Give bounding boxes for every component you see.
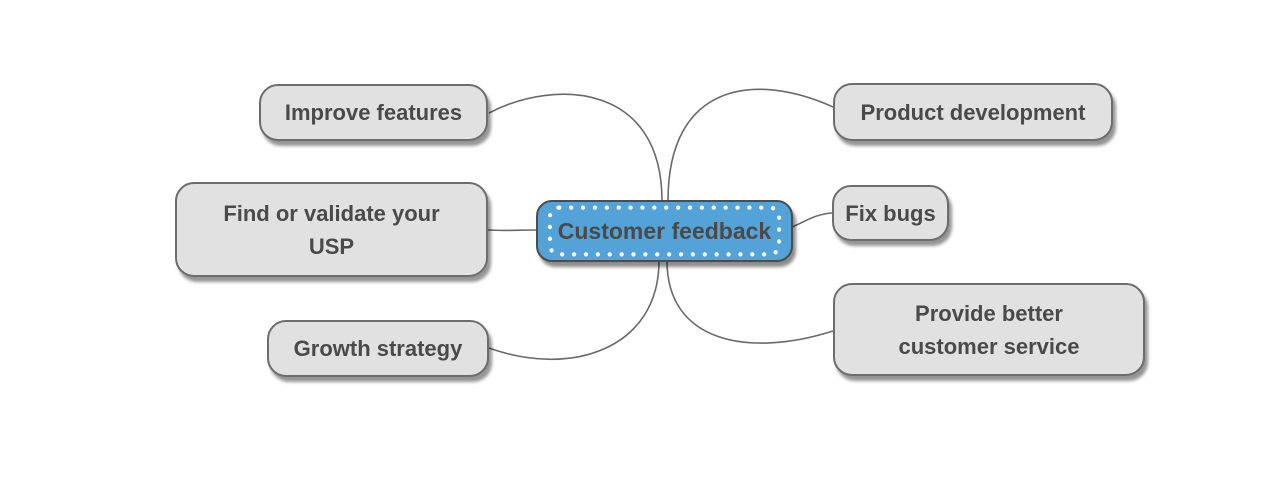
- node-label: Customer feedback: [557, 217, 772, 244]
- node-label: Fix bugs: [845, 200, 936, 226]
- node-fix-bugs[interactable]: Fix bugs: [832, 185, 949, 241]
- node-label-line2: USP: [308, 233, 355, 259]
- connector-improve-features: [488, 93, 663, 202]
- connector-product-development: [667, 88, 834, 202]
- node-growth-strategy[interactable]: Growth strategy: [267, 320, 489, 377]
- node-customer-feedback[interactable]: Customer feedback: [536, 200, 793, 262]
- node-label: Improve features: [284, 100, 463, 125]
- node-better-service[interactable]: Provide better customer service: [833, 283, 1145, 376]
- node-label-line1: Find or validate your: [223, 200, 440, 226]
- node-label: Growth strategy: [293, 336, 463, 361]
- connector-fix-bugs: [791, 212, 833, 228]
- node-label: Product development: [860, 99, 1086, 125]
- node-label-line1: Provide better: [915, 300, 1063, 326]
- node-find-usp[interactable]: Find or validate your USP: [175, 182, 488, 277]
- node-label-line2: customer service: [898, 333, 1080, 359]
- connector-better-service: [666, 260, 834, 344]
- node-improve-features[interactable]: Improve features: [259, 84, 488, 141]
- connector-growth-strategy: [488, 260, 660, 361]
- node-product-development[interactable]: Product development: [833, 83, 1113, 141]
